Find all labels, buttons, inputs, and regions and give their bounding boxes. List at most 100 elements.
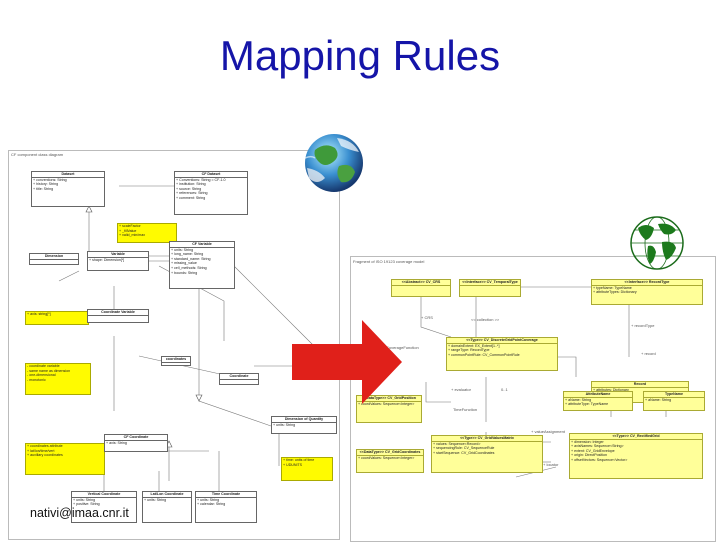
iso-class-box-9: <<Type>> CV_GridValuesMatrix+ values: Se… (431, 435, 543, 473)
class-attribute: + sequencingRule: CV_SequenceRule (433, 446, 495, 451)
iso-class-box-7: AttributeName+ aName: String+ attributeT… (563, 391, 633, 411)
class-attribute: + calendar: String (197, 502, 226, 507)
cf-class-box-11: Coordinate (219, 373, 259, 385)
class-name: CF Dataset (175, 172, 247, 178)
class-name: TypeName (644, 392, 704, 398)
class-name: Dimension of Quantity (272, 417, 336, 423)
class-attribute: + dimension: Integer (571, 439, 604, 444)
cf-class-box-2: CF Dataset+ Conventions: String = CF-1.0… (174, 171, 248, 215)
class-name: <<Interface>> CV_TemporalType (460, 280, 520, 286)
class-name: Lat/Lon Coordinate (143, 492, 191, 498)
association-label: + evaluator (451, 387, 471, 392)
class-attribute: + units: String (73, 497, 96, 502)
iso-class-box-2: <<Interface>> CV_TemporalType (459, 279, 521, 297)
iso-class-box-4: <<Type>> CV_DiscreteGridPointCoverage+ d… (446, 337, 558, 371)
class-name: <<Abstract>> CV_CRS (392, 280, 450, 286)
association-label: + locator (543, 462, 559, 467)
class-attribute: + source: String (176, 186, 202, 191)
class-name: <<Interface>> RecordType (592, 280, 702, 286)
class-name: CF Coordinate (105, 435, 167, 441)
class-attribute: + bounds: String (171, 270, 198, 275)
class-name: Vertical Coordinate (72, 492, 136, 498)
class-name: <<Type>> CV_GridValuesMatrix (432, 436, 542, 442)
class-attribute: + comment: String (176, 195, 206, 200)
class-attribute: + time: units of time (283, 458, 315, 462)
slide-title: Mapping Rules (219, 32, 501, 79)
class-attribute: + units: String (171, 247, 194, 252)
class-attribute: + aName: String (565, 397, 592, 402)
class-attribute: + history: String (33, 182, 59, 187)
class-attribute: + aName: String (645, 397, 672, 402)
association-label: + recordType (631, 323, 655, 328)
class-attribute: + auxiliary coordinates (27, 453, 63, 458)
cf-class-box-7: + axis: string[*] (25, 311, 89, 325)
class-attribute: + title: String (33, 186, 54, 191)
class-attribute: + Conventions: String = CF-1.0 (176, 177, 226, 182)
class-attribute: + units: String (273, 422, 296, 427)
iso-class-box-10: <<DataType>> CV_GridCoordinates+ coordVa… (356, 449, 424, 473)
association-label: 0..1 (501, 387, 508, 392)
author-email: nativi@imaa.cnr.it (30, 506, 129, 520)
class-name: Coordinate (220, 374, 258, 380)
class-attribute: + UDUNITS (283, 462, 303, 467)
iso-coverage-diagram: Fragment of ISO 19123 coverage model <<A… (350, 256, 716, 542)
diagram-label: Fragment of ISO 19123 coverage model (353, 259, 425, 264)
class-attribute: + offsetVectors: Sequence<Vector> (571, 457, 628, 462)
class-name: Variable (88, 252, 148, 258)
class-name: coordinates (162, 357, 190, 363)
class-name: Dataset (32, 172, 104, 178)
cf-class-box-13: + coordinates attribute+ lat/lon/time/ve… (25, 443, 105, 475)
class-name: <<DataType>> CV_GridCoordinates (357, 450, 423, 456)
class-attribute: + axisNames: Sequence<String> (571, 444, 624, 449)
cf-class-box-14: CF Coordinate+ axis: String (104, 434, 168, 452)
iso-class-box-1: <<Abstract>> CV_CRS (391, 279, 451, 297)
cf-class-box-15: + time: units of time+ UDUNITS (281, 457, 333, 481)
class-attribute: + long_name: String (171, 252, 204, 257)
cf-class-diagram: CF component class diagram Dataset+ conv… (8, 150, 340, 540)
class-attribute: + missing_value (171, 261, 197, 266)
class-name: Coordinate Variable (88, 310, 148, 316)
cf-class-box-1: Dataset+ conventions: String+ history: S… (31, 171, 105, 207)
association-label: << collection >> (471, 317, 500, 322)
class-attribute: + valid_min/max (119, 233, 146, 238)
cf-class-box-17: Lat/Lon Coordinate+ units: String (142, 491, 192, 523)
class-attribute: + startSequence: CV_GridCoordinates (433, 450, 495, 455)
class-name: Dimension (30, 254, 78, 260)
class-attribute: + positive: String (73, 502, 100, 507)
class-attribute: + references: String (176, 191, 208, 196)
cf-class-box-16: Vertical Coordinate+ units: String+ posi… (71, 491, 137, 523)
class-attribute: - monotonic (27, 377, 46, 382)
cf-class-box-8: Coordinate Variable (87, 309, 149, 323)
class-attribute: + attributes: Dictionary (593, 387, 629, 392)
class-attribute: + _fillValue (119, 228, 137, 233)
class-attribute: - one-dimensional (27, 373, 56, 378)
class-attribute: + units: String (197, 497, 220, 502)
cf-class-box-5: Variable+ shape: Dimension[*] (87, 251, 149, 271)
class-attribute: + attributeTypes: Dictionary (593, 290, 637, 295)
class-name: CF Variable (170, 242, 234, 248)
class-attribute: + attributeType: TypeName (565, 402, 609, 407)
class-attribute: + lat/lon/time/vert (27, 448, 55, 453)
association-label: TimeFunction (453, 407, 478, 412)
association-label: + valueAssignment (531, 429, 565, 434)
diagram-label: CF component class diagram (11, 152, 64, 157)
class-attribute: + cell_methods: String (171, 265, 207, 270)
iso-class-box-11: <<Type>> CV_RectifiedGrid+ dimension: In… (569, 433, 703, 479)
iso-class-box-8: TypeName+ aName: String (643, 391, 705, 411)
class-name: <<Type>> CV_RectifiedGrid (570, 434, 702, 440)
class-attribute: + axis: string[*] (27, 312, 51, 316)
association-label: + CRS (421, 315, 433, 320)
cf-class-box-3: + scaleFactor+ _fillValue+ valid_min/max (117, 223, 177, 243)
class-attribute: + conventions: String (33, 177, 67, 182)
cf-class-box-9: - coordinate variable- same name as dime… (25, 363, 91, 395)
world-map-icon (630, 216, 684, 270)
iso-class-box-6: <<DataType>> CV_GridPosition+ coordValue… (356, 395, 422, 423)
mapping-arrow-icon (292, 320, 402, 404)
class-name: <<DataType>> CV_GridPosition (357, 396, 421, 402)
class-attribute: + shape: Dimension[*] (89, 257, 125, 262)
class-attribute: + rangeType: RecordType (448, 348, 490, 353)
class-attribute: + coordinates attribute (27, 444, 63, 448)
class-name: Time Coordinate (196, 492, 256, 498)
class-attribute: + commonPointRule: CV_CommonPointRule (448, 352, 520, 357)
class-attribute: + scaleFactor (119, 224, 141, 228)
